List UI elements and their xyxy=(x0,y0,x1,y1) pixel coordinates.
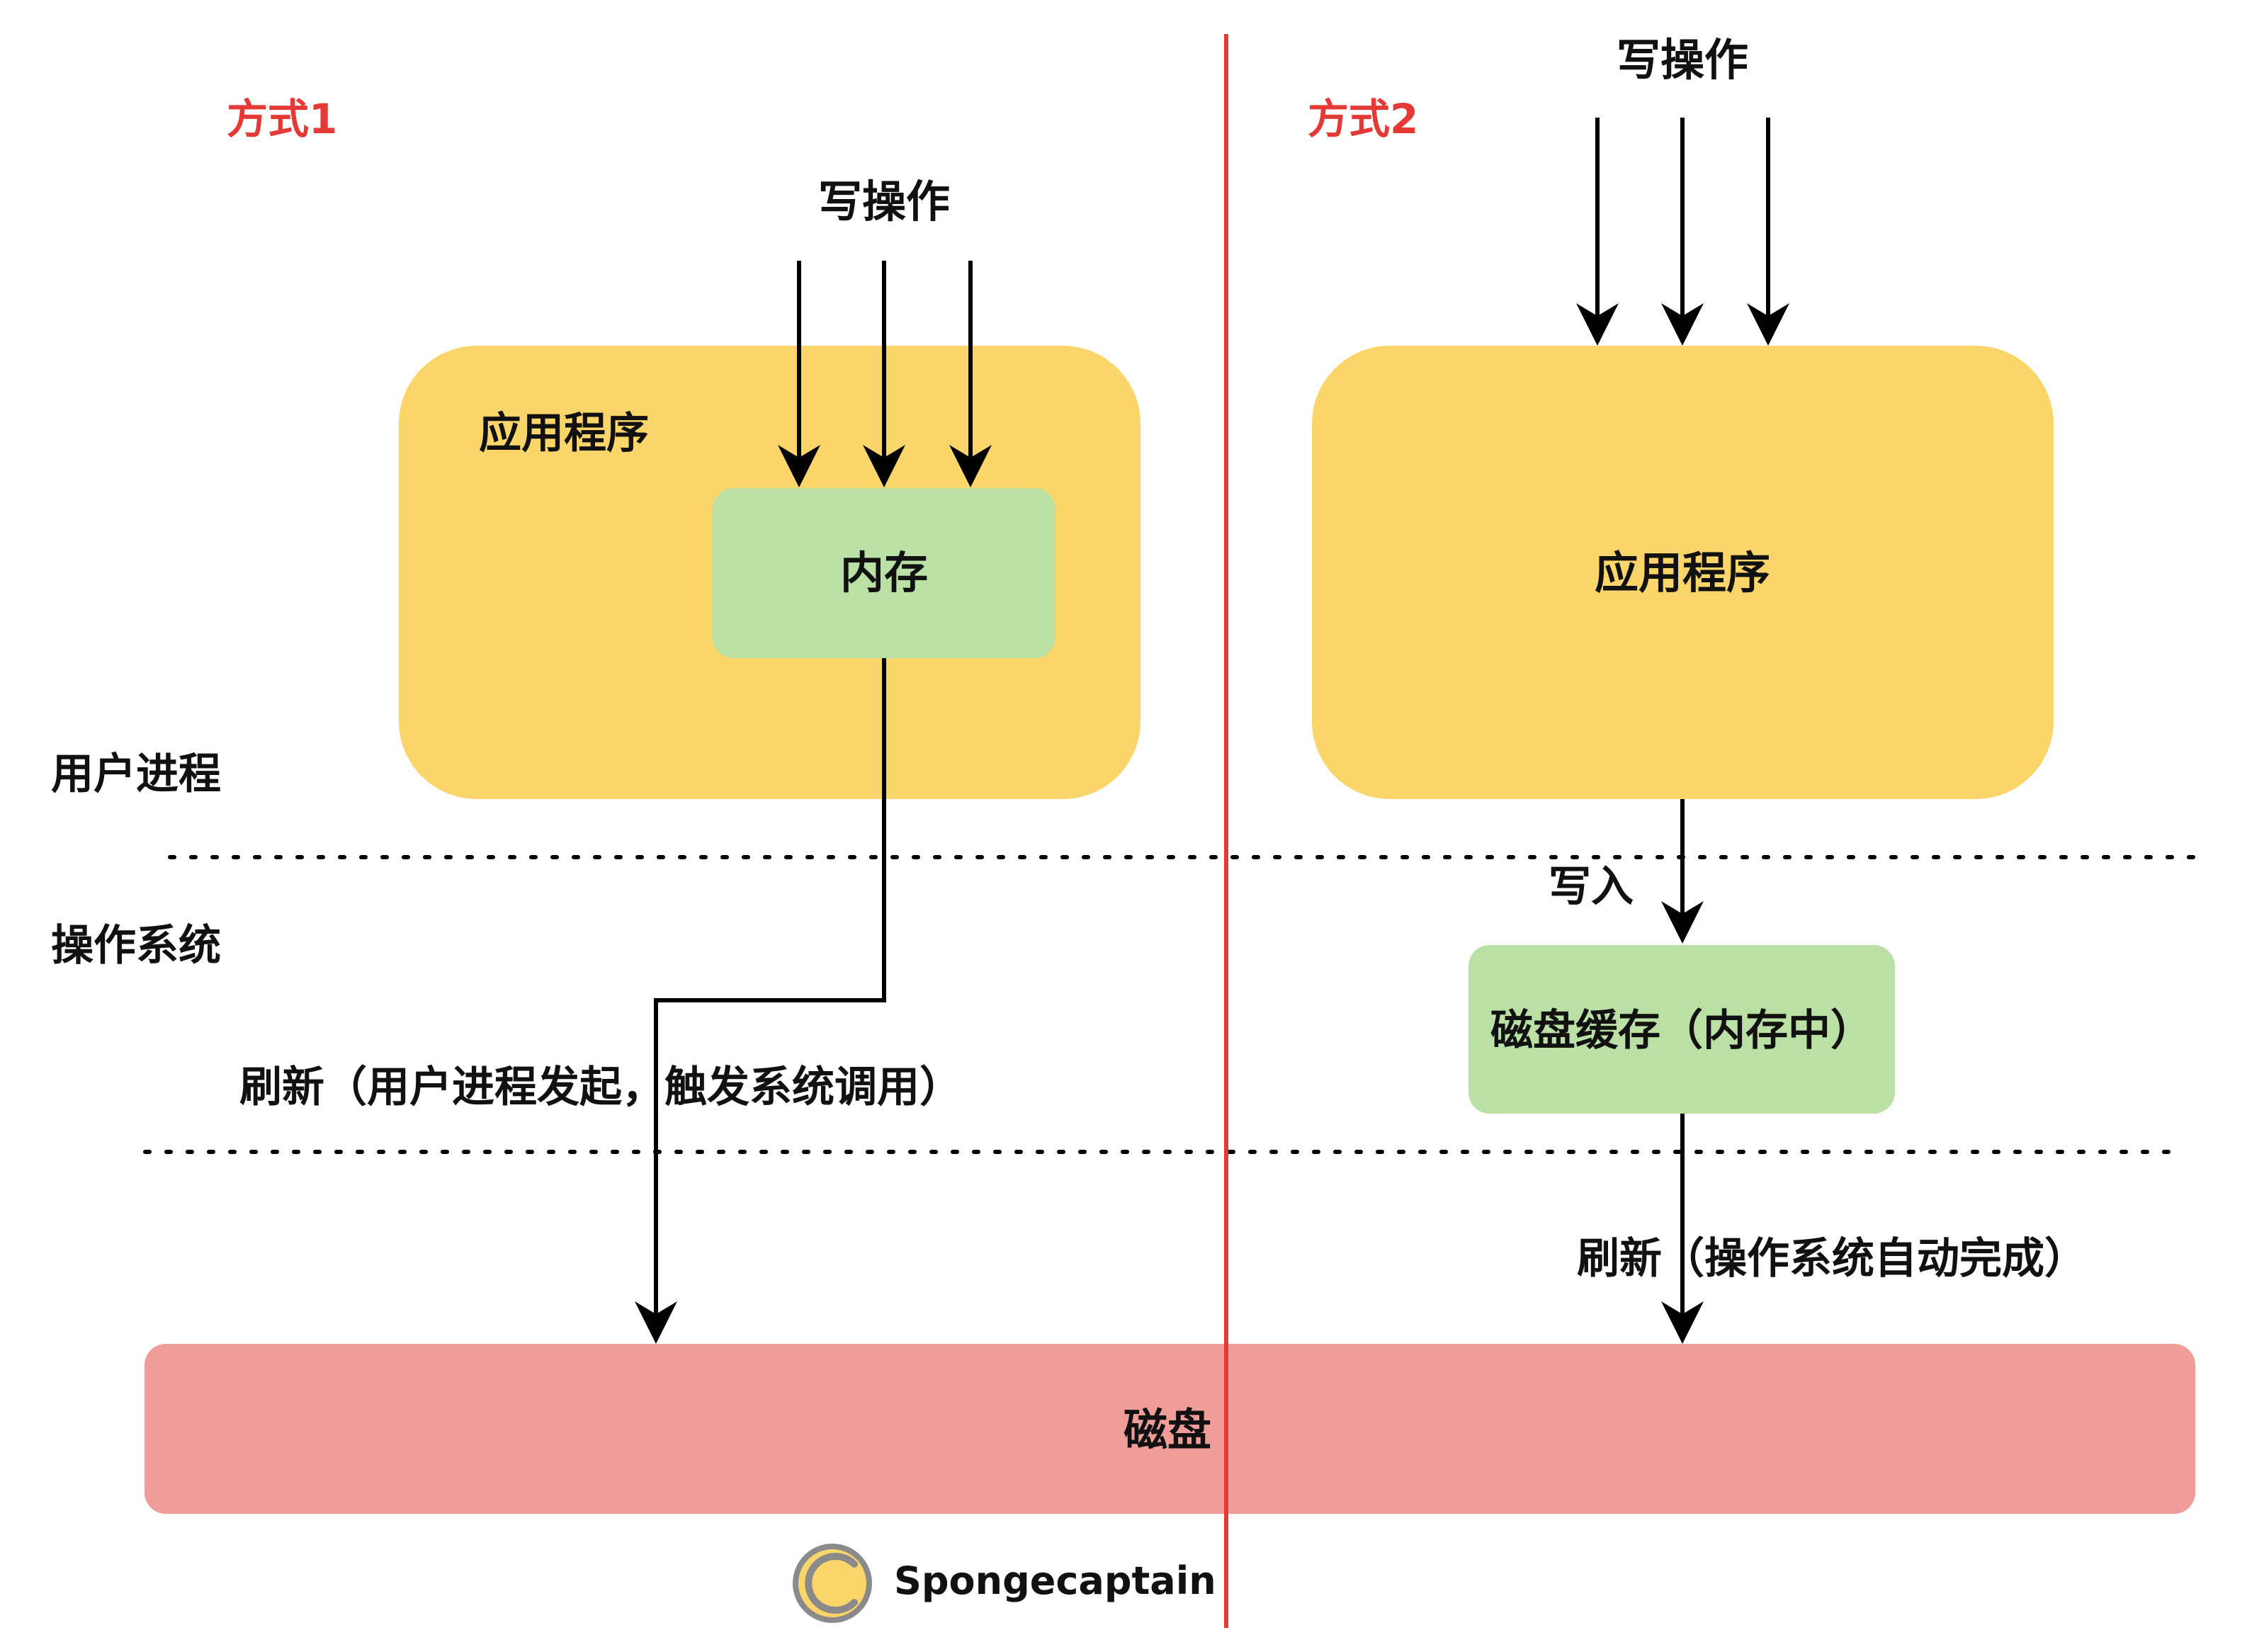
method2-title: 方式2 xyxy=(1308,95,1418,143)
method2-flush-label: 刷新（操作系统自动完成） xyxy=(1577,1234,2087,1284)
layer-operating-system-label: 操作系统 xyxy=(51,921,221,971)
method1-memory-label: 内存 xyxy=(840,547,928,599)
method1-flush-label: 刷新（用户进程发起，触发系统调用） xyxy=(239,1063,962,1112)
method2-write-in-label: 写入 xyxy=(1549,862,1634,912)
method1-memory-box xyxy=(713,488,1055,658)
method1-title: 方式1 xyxy=(227,95,337,143)
method2-disk-cache-box xyxy=(1468,945,1895,1114)
copyright-icon xyxy=(793,1544,872,1623)
watermark-text: Spongecaptain xyxy=(894,1558,1216,1603)
method2-app-box xyxy=(1312,346,2054,799)
method2-write-ops-label: 写操作 xyxy=(1617,34,1748,86)
method1-flush-arrow xyxy=(635,658,886,1344)
method2-disk-cache-label: 磁盘缓存（内存中） xyxy=(1490,1006,1873,1056)
method1-app-label: 应用程序 xyxy=(479,409,649,458)
disk-box xyxy=(145,1344,2195,1514)
method2-app-label: 应用程序 xyxy=(1595,547,1770,599)
layer-user-process-label: 用户进程 xyxy=(51,749,221,799)
disk-label: 磁盘 xyxy=(1124,1404,1211,1456)
method1-write-ops-label: 写操作 xyxy=(818,176,950,227)
